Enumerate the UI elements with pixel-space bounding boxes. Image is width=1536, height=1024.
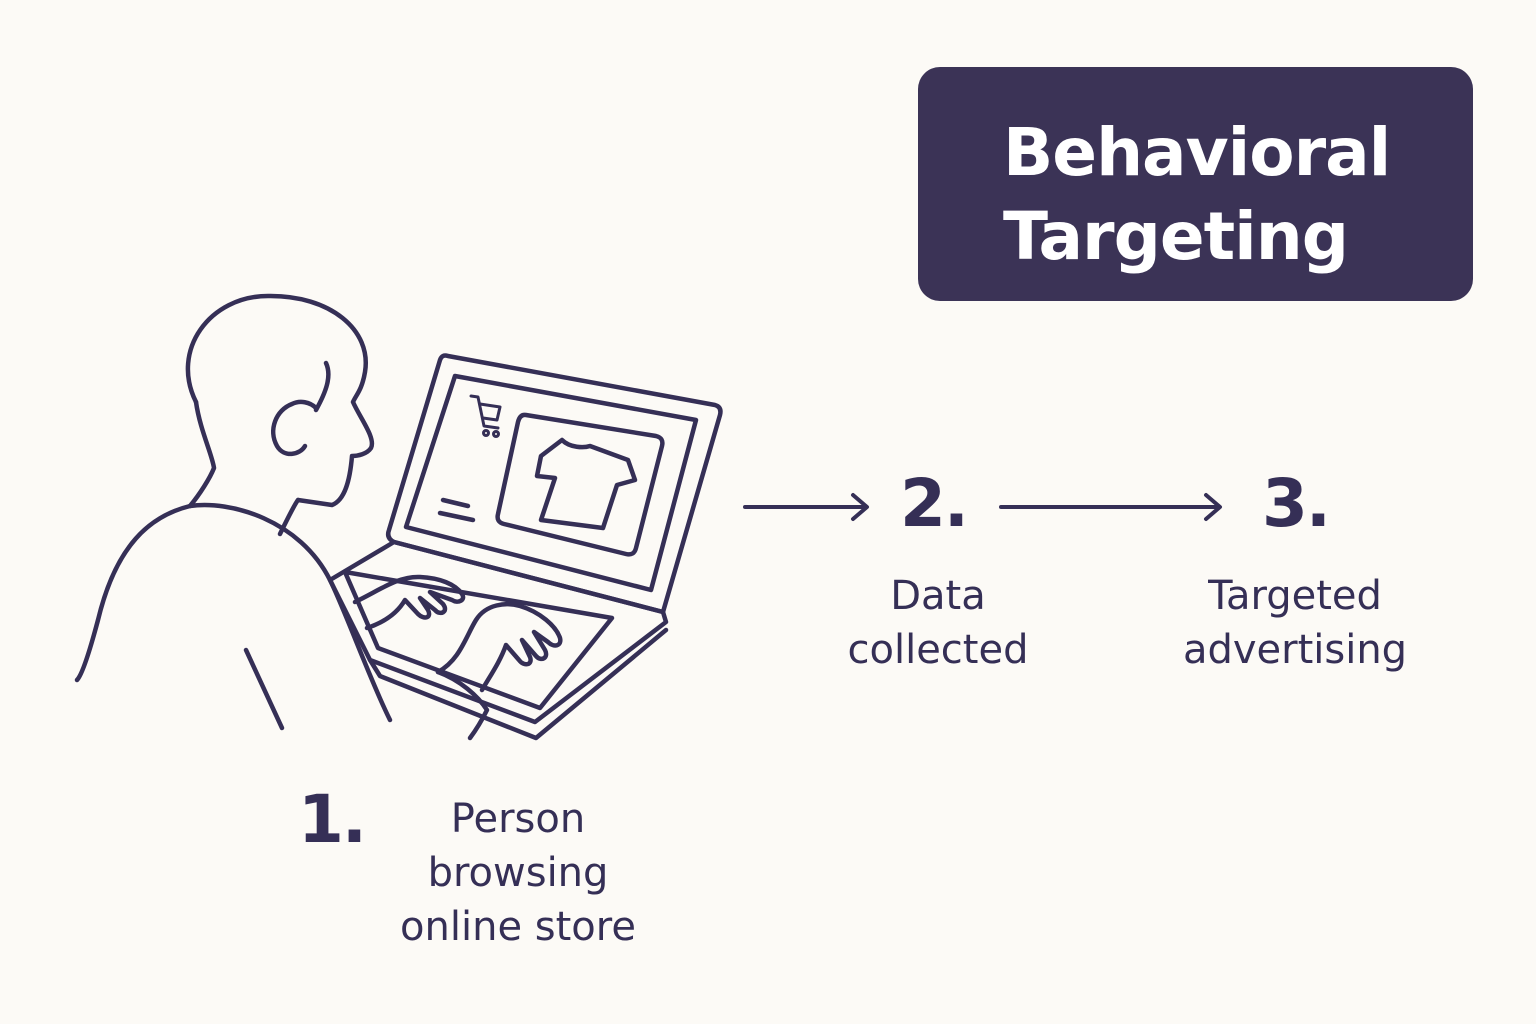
step-1-label: Person browsing online store <box>378 792 658 954</box>
title-box: Behavioral Targeting <box>918 67 1473 301</box>
step-1-number: 1. <box>298 781 367 858</box>
t-shirt-icon <box>534 437 638 531</box>
arrow-right-icon <box>743 493 869 521</box>
shopping-cart-icon <box>469 394 502 438</box>
step-1-label-line: browsing <box>427 850 609 896</box>
title-line-2: Targeting <box>1003 198 1349 275</box>
arrow-right-icon <box>999 493 1222 521</box>
page-title: Behavioral Targeting <box>1003 111 1391 279</box>
step-2-label: Data collected <box>818 569 1058 677</box>
step-3-label: Targeted advertising <box>1160 569 1430 677</box>
step-2-number: 2. <box>900 465 969 542</box>
title-line-1: Behavioral <box>1003 114 1391 191</box>
step-1-label-line: online store <box>400 904 636 950</box>
step-2-label-line: Data <box>890 573 986 619</box>
step-2-label-line: collected <box>847 627 1029 673</box>
step-3-label-line: Targeted <box>1208 573 1382 619</box>
step-3-label-line: advertising <box>1182 627 1408 673</box>
step-1-label-line: Person <box>450 796 586 842</box>
step-3-number: 3. <box>1262 465 1331 542</box>
